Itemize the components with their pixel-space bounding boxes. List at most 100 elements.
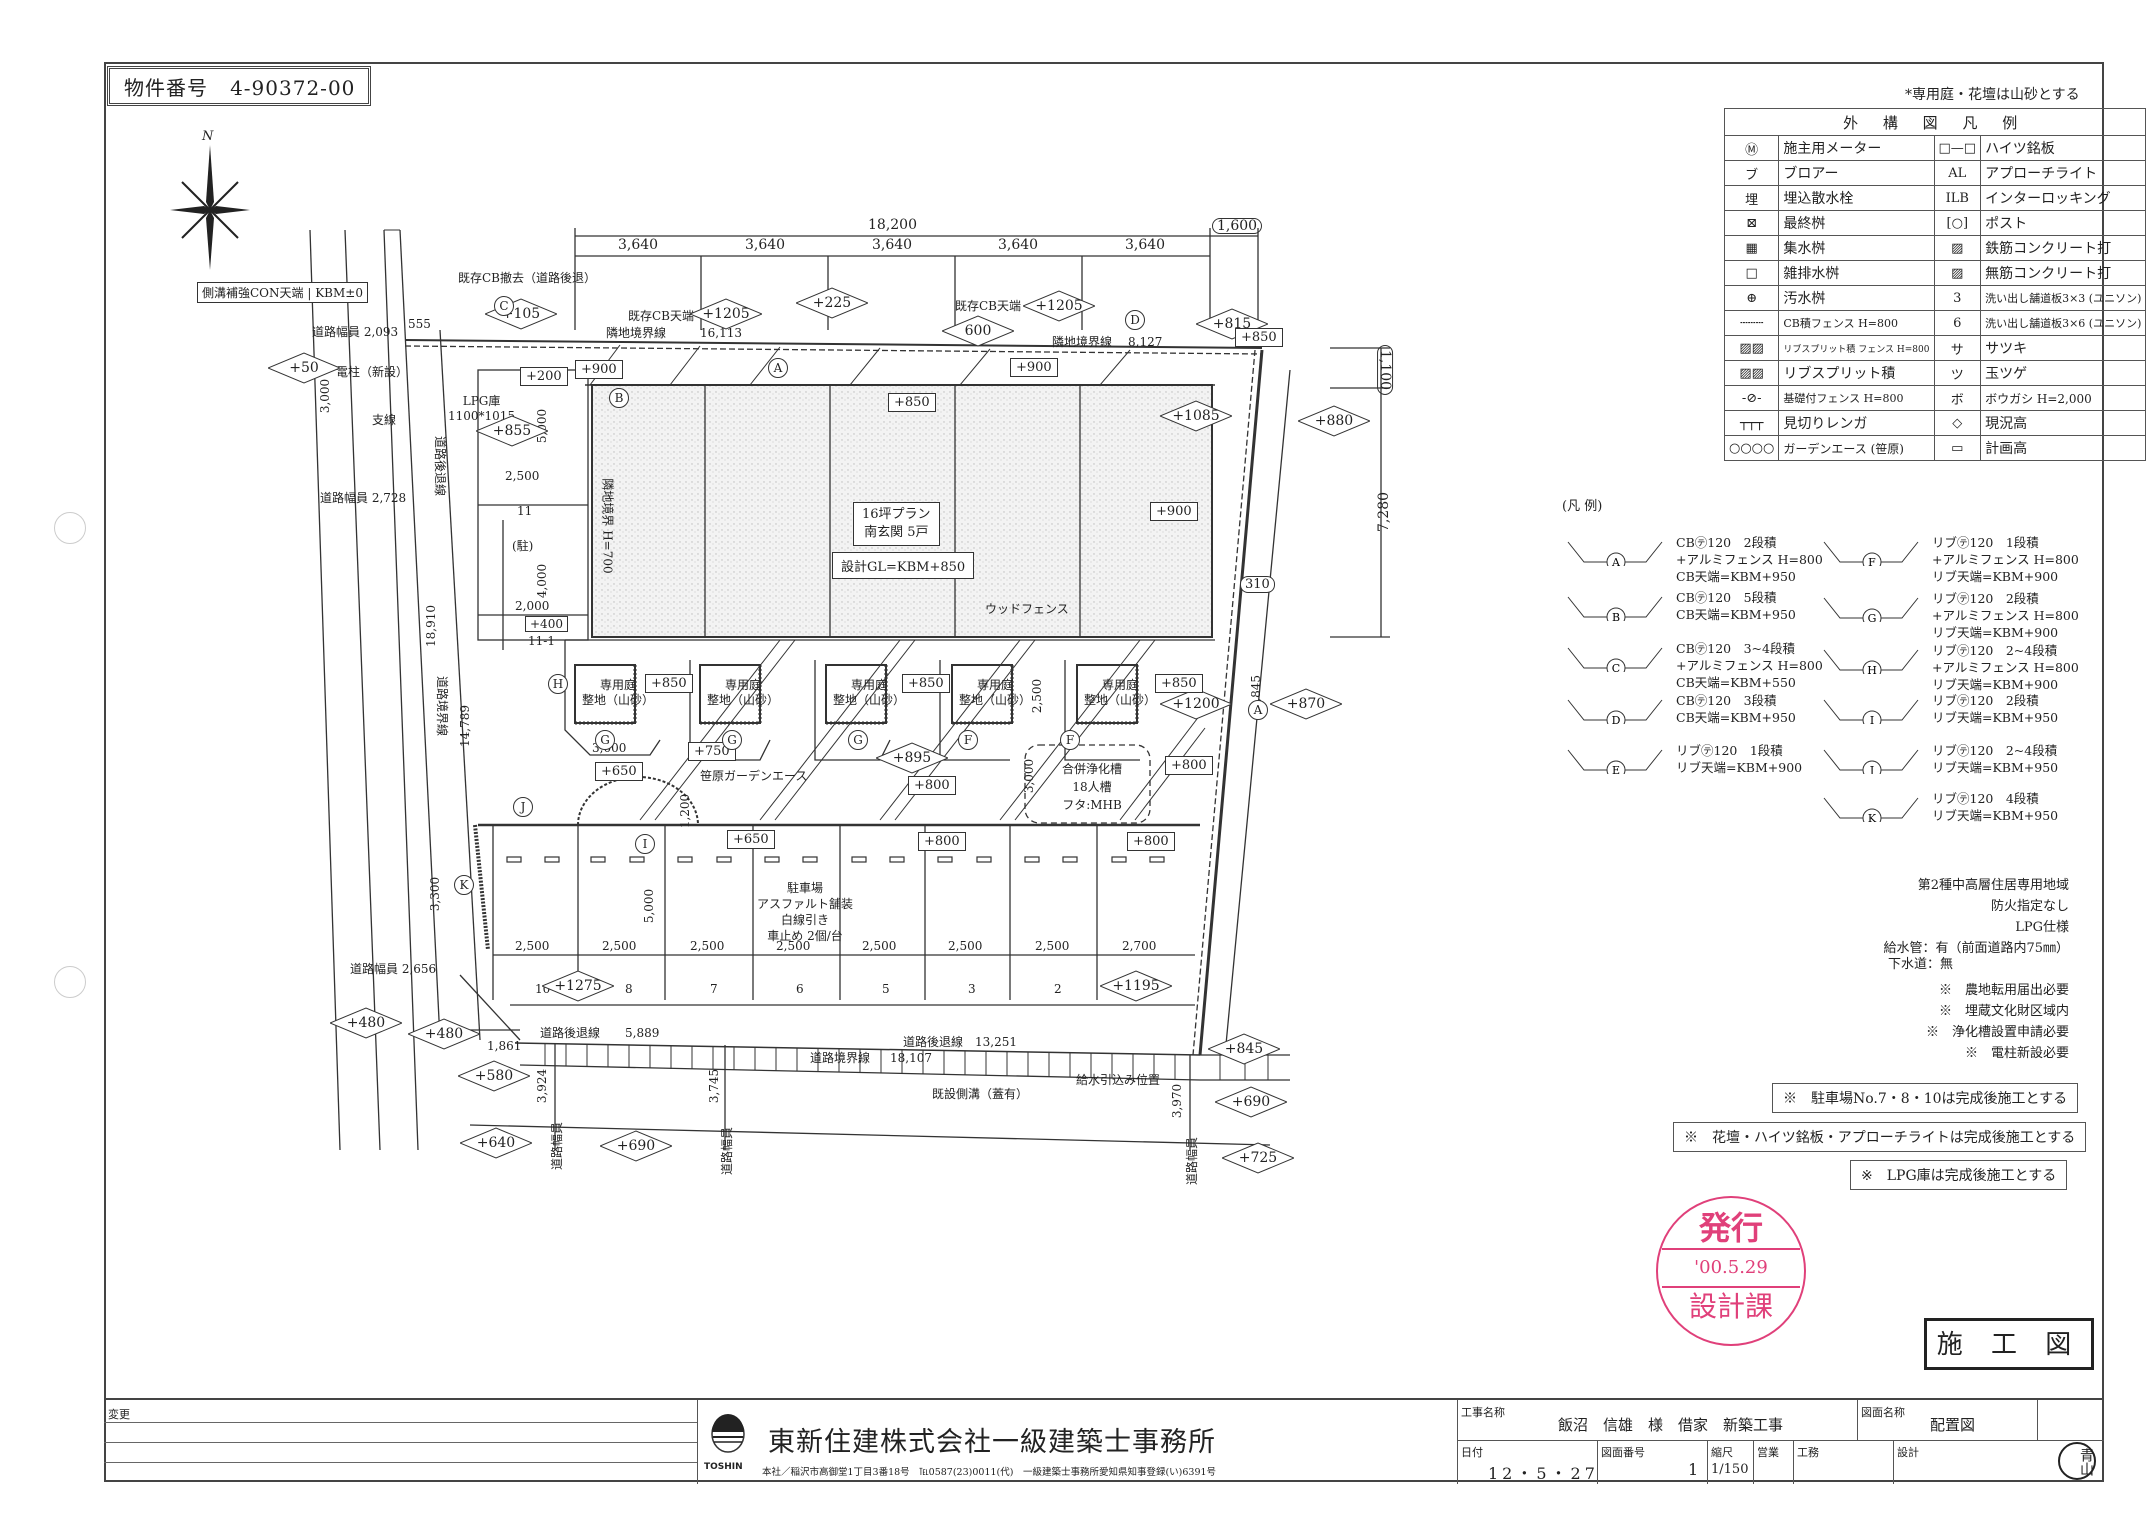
existing-height-marker: +1275	[542, 970, 614, 1002]
cb-fence-icon: ┄┄┄	[1723, 310, 1780, 336]
section-profile-icon: E	[1567, 749, 1663, 774]
construction-drawing-label: 施 工 図	[1924, 1318, 2094, 1370]
section-profile-icon: A	[1567, 541, 1663, 566]
wood-fence-label: ウッドフェンス	[985, 602, 1069, 616]
rebar-concrete-icon: ▨	[1933, 235, 1982, 261]
dim-3000-septic: 3,000	[1022, 758, 1037, 794]
length-16113: 16,113	[700, 326, 742, 340]
section-profile-icon: I	[1823, 699, 1919, 724]
parking-width-3: 2,500	[690, 939, 725, 953]
dim-4000: 4,000	[535, 563, 550, 599]
legend-row: ▨▨リブスプリット積ツ玉ツゲ	[1723, 360, 2147, 386]
section-profile-icon: K	[1823, 797, 1919, 822]
parking-depth: 5,000	[642, 888, 657, 924]
planned-height: +800	[908, 776, 956, 795]
parking-label: 駐車場アスファルト舗装白線引き車止め 2個/台	[757, 881, 854, 943]
planned-height: +650	[727, 830, 775, 849]
parking-width-5: 2,500	[862, 939, 897, 953]
works-cell: 工務	[1794, 1440, 1894, 1484]
cb-removal-label: 既存CB撤去（道路後退）	[458, 271, 597, 285]
existing-height-marker: +1085	[1160, 400, 1232, 432]
road-setback-line-south-1: 道路後退線	[540, 1026, 601, 1040]
dim-span-1: 3,640	[618, 237, 659, 253]
building-plan-label: 16坪プラン 南玄関 5戸	[853, 502, 940, 546]
satsuki-icon: サ	[1933, 335, 1982, 361]
svg-text:G: G	[1868, 612, 1877, 622]
svg-text:H: H	[1867, 664, 1877, 674]
section-key-I: I	[635, 834, 655, 854]
section-profile-icon: F	[1823, 541, 1919, 566]
approach-light-icon: AL	[1933, 160, 1982, 186]
drawing-number-cell: 図面番号 1	[1598, 1440, 1708, 1484]
property-number: 4-90372-00	[230, 76, 356, 100]
existing-height-marker: 600	[942, 315, 1014, 347]
sewage-basin-icon: ⊕	[1723, 285, 1780, 311]
road-boundary-label-south: 道路境界線	[810, 1051, 871, 1065]
planned-height: +850	[645, 674, 693, 693]
change-area: 変更	[104, 1400, 698, 1484]
length-18910: 18,910	[424, 605, 438, 647]
section-profile-icon: J	[1823, 749, 1919, 774]
existing-height-marker: +870	[1270, 688, 1342, 720]
existing-height-icon: ◇	[1933, 410, 1982, 436]
brick-edge-icon: ┬┬┬	[1723, 410, 1780, 436]
road-width-1: 道路幅員 2,093	[312, 325, 399, 339]
existing-height-marker: +855	[476, 415, 548, 447]
note-2: ※ 埋蔵文化財区域内	[1938, 1004, 2069, 1019]
bougashi-icon: ボ	[1933, 385, 1982, 411]
planned-height: 310	[1240, 576, 1275, 593]
private-garden-3: 専用庭整地（山砂）	[833, 678, 906, 707]
plain-concrete-icon: ▨	[1933, 260, 1982, 286]
planned-height: +850	[888, 393, 936, 412]
interlocking-icon: ILB	[1933, 185, 1982, 211]
parking-width-7: 2,500	[1035, 939, 1070, 953]
dim-2500-garden: 2,500	[1030, 678, 1045, 714]
parking-number-8: 8	[625, 982, 633, 996]
note-3: ※ 浄化槽設置申請必要	[1925, 1025, 2069, 1040]
slot-11-1: 11-1	[528, 634, 555, 648]
design-gl-label: 設計GL=KBM+850	[832, 552, 975, 579]
road-setback-line-south-2: 道路後退線	[903, 1035, 964, 1049]
existing-height-marker: +725	[1222, 1142, 1294, 1174]
date-cell: 日付 12・5・27	[1458, 1440, 1598, 1484]
road-width-label-1: 道路幅員	[550, 1121, 565, 1171]
drawing-name-cell: 図面名称 配置図	[1858, 1400, 2038, 1440]
boundary-label-2: 隣地境界線	[1052, 335, 1113, 349]
section-key-H: H	[548, 674, 568, 694]
dim-right-main: 7,280	[1376, 491, 1393, 533]
property-number-box: 物件番号 4-90372-00	[107, 66, 371, 106]
existing-height-marker: +480	[408, 1018, 480, 1050]
zone-label: 第2種中高層住居専用地域	[1917, 878, 2069, 893]
section-key-A2: A	[1248, 700, 1268, 720]
planned-height: +850	[1155, 674, 1203, 693]
stay-wire-label: 支線	[372, 413, 397, 427]
dim-span-3: 3,640	[872, 237, 913, 253]
gas-label: LPG仕様	[2015, 920, 2069, 935]
site-plan-linework	[309, 228, 1390, 1150]
company-address: 本社／稲沢市高御堂1丁目3番18号 ℡0587(23)0011(代) 一級建築士…	[762, 1467, 1217, 1478]
legend-row: ┬┬┬見切りレンガ◇現況高	[1723, 410, 2147, 436]
punch-hole-bottom	[54, 966, 86, 998]
designer-seal: 青山	[2058, 1442, 2096, 1480]
dim-1861: 1,861	[487, 1039, 522, 1053]
drawing-date: 12・5・27	[1488, 1464, 1599, 1483]
section-key-D: D	[1125, 310, 1145, 330]
section-legend-title: (凡 例)	[1562, 499, 1603, 514]
existing-height-marker: +1200	[1160, 688, 1232, 720]
parking-number-2: 2	[1054, 982, 1062, 996]
project-name: 飯沼 信雄 様 借家 新築工事	[1558, 1416, 1784, 1434]
drawing-name: 配置図	[1930, 1416, 1976, 1434]
planned-height: +850	[1235, 328, 1283, 347]
bike-slot-label: (駐)	[512, 539, 534, 553]
dim-1200: 1,200	[678, 793, 693, 829]
parking-width-8: 2,700	[1122, 939, 1157, 953]
drawing-number: 1	[1688, 1460, 1699, 1479]
sprinkler-icon: 埋	[1723, 185, 1780, 211]
